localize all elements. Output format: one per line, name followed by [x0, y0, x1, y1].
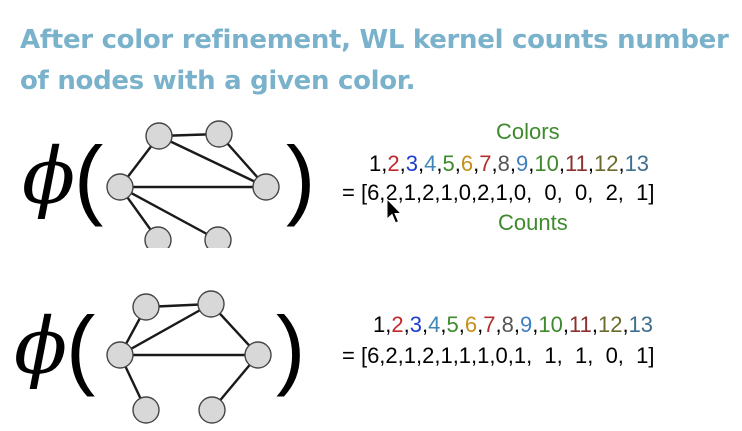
counts-row-bottom: = [6,2,1,2,1,1,1,0,1, 1, 1, 0, 1]: [342, 343, 655, 368]
close-paren-bottom: ): [276, 298, 306, 397]
separator: ,: [381, 151, 388, 176]
separator: ,: [532, 312, 539, 337]
separator: ,: [528, 151, 535, 176]
color-index-10: 10: [534, 151, 559, 176]
color-index-13: 13: [628, 312, 654, 337]
counts-label: Counts: [498, 210, 568, 235]
separator: ,: [458, 312, 465, 337]
graph-node: [204, 226, 232, 248]
separator: ,: [403, 312, 410, 337]
open-paren-bottom: (: [66, 298, 96, 397]
colors-row-bottom: 1,2,3,4,5,6,7,8,9,10,11,12,13: [373, 312, 653, 338]
color-index-8: 8: [497, 151, 510, 176]
graph-node: [106, 173, 134, 201]
separator: ,: [587, 151, 594, 176]
color-index-4: 4: [428, 312, 441, 337]
separator: ,: [618, 151, 625, 176]
mouse-cursor-icon: [386, 198, 402, 224]
graph-node: [252, 173, 280, 201]
edge: [158, 134, 267, 189]
graph-node: [106, 341, 134, 369]
graph-node: [197, 290, 225, 318]
color-index-10: 10: [538, 312, 563, 337]
color-index-1: 1: [369, 151, 382, 176]
title-line-2: of nodes with a given color.: [20, 66, 416, 96]
color-index-8: 8: [501, 312, 514, 337]
phi-symbol-bottom: ϕ: [14, 302, 68, 392]
separator: ,: [418, 151, 425, 176]
color-index-12: 12: [597, 312, 623, 337]
separator: ,: [473, 151, 480, 176]
graph-node: [244, 341, 272, 369]
title-line-1: After color refinement, WL kernel counts…: [20, 25, 729, 55]
separator: ,: [399, 151, 406, 176]
separator: ,: [495, 312, 502, 337]
graph-node: [205, 120, 233, 148]
color-index-5: 5: [442, 151, 455, 176]
separator: ,: [591, 312, 598, 337]
separator: ,: [491, 151, 498, 176]
graph-node: [132, 293, 160, 321]
separator: ,: [622, 312, 629, 337]
counts-row-top: = [6,2,1,2,1,0,2,1,0, 0, 0, 2, 1]: [342, 180, 655, 205]
color-index-1: 1: [373, 312, 386, 337]
color-index-6: 6: [464, 312, 478, 337]
color-index-12: 12: [593, 151, 619, 176]
color-index-7: 7: [483, 312, 496, 337]
graph-node: [132, 396, 160, 424]
colors-label: Colors: [496, 119, 560, 144]
graph-node: [198, 396, 226, 424]
graph-node: [144, 226, 172, 248]
color-index-3: 3: [405, 151, 418, 176]
graph-bottom: [106, 290, 272, 424]
edge: [119, 302, 212, 357]
separator: ,: [562, 312, 569, 337]
close-paren-top: ): [286, 128, 316, 227]
graph-top: [106, 120, 280, 248]
color-index-5: 5: [446, 312, 459, 337]
color-index-3: 3: [409, 312, 422, 337]
color-index-6: 6: [460, 151, 474, 176]
separator: ,: [513, 312, 520, 337]
color-index-4: 4: [424, 151, 437, 176]
separator: ,: [440, 312, 447, 337]
color-index-7: 7: [479, 151, 492, 176]
color-index-11: 11: [568, 312, 592, 337]
colors-row-top: 1,2,3,4,5,6,7,8,9,10,11,12,13: [369, 151, 649, 177]
separator: ,: [477, 312, 484, 337]
color-index-2: 2: [387, 151, 400, 176]
color-index-13: 13: [624, 151, 650, 176]
separator: ,: [558, 151, 565, 176]
open-paren-top: (: [74, 128, 104, 227]
color-index-11: 11: [564, 151, 588, 176]
color-index-9: 9: [520, 312, 533, 337]
separator: ,: [509, 151, 516, 176]
slide-title: After color refinement, WL kernel counts…: [20, 20, 735, 102]
separator: ,: [385, 312, 392, 337]
color-index-2: 2: [391, 312, 404, 337]
edge: [119, 185, 219, 242]
graph-node: [145, 122, 173, 150]
color-index-9: 9: [516, 151, 529, 176]
separator: ,: [436, 151, 443, 176]
separator: ,: [422, 312, 429, 337]
separator: ,: [454, 151, 461, 176]
phi-symbol-top: ϕ: [22, 132, 76, 222]
